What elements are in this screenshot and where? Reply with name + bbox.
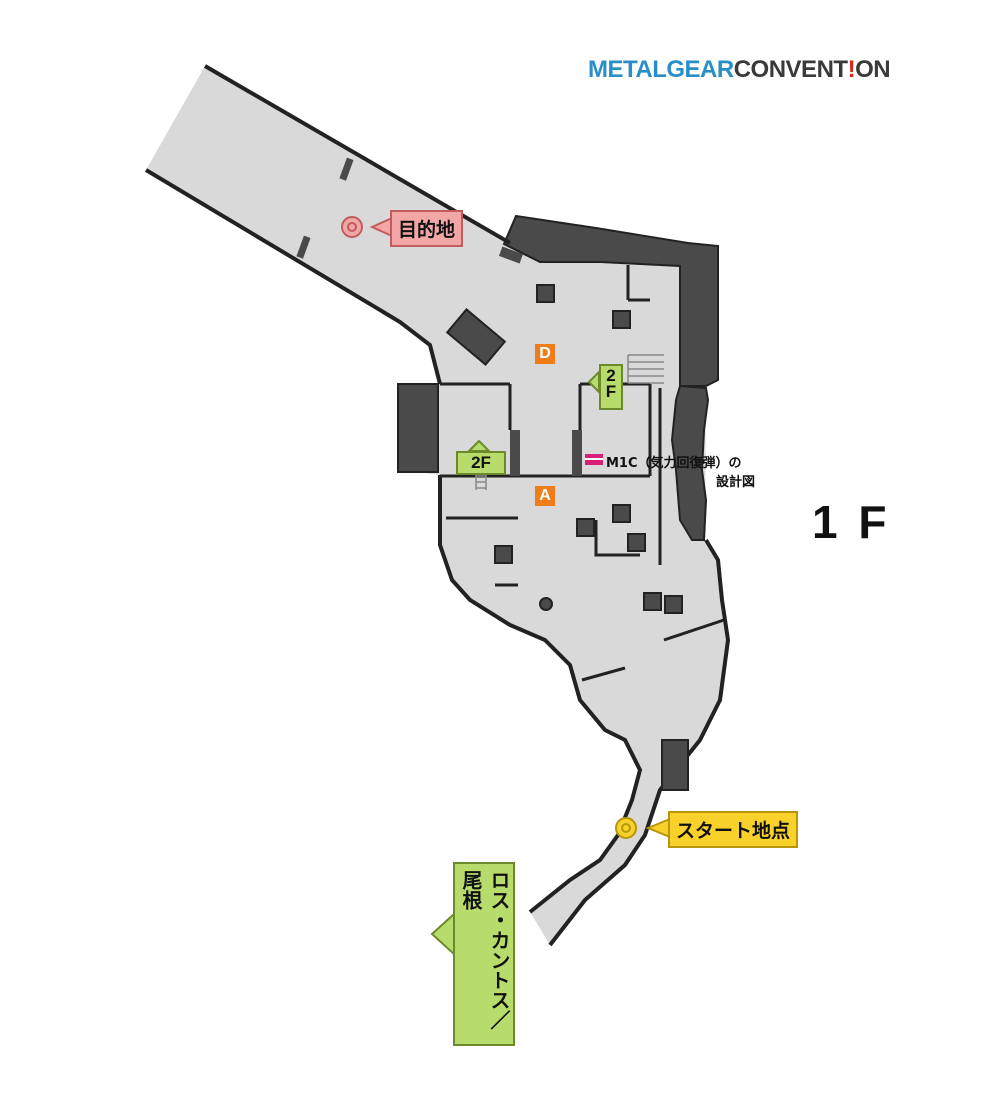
metal-gear-convention-logo: METALGEARCONVENT!ON <box>588 56 891 84</box>
item-label-line2: 設計図 <box>716 475 756 490</box>
wall-block <box>510 430 520 476</box>
logo-exclaim: ! <box>847 56 856 83</box>
wall-block <box>572 430 582 476</box>
exit-label: ロス・カントス／尾根 <box>459 870 511 1030</box>
outline-left <box>144 168 442 385</box>
stairs-2f-upper-label[interactable]: 2F <box>599 364 623 410</box>
destination-marker-icon <box>341 216 393 238</box>
wall-right-column <box>670 384 710 541</box>
wall-block <box>498 246 524 264</box>
destination-label: 目的地 <box>390 210 464 247</box>
logo-gear: GEAR <box>666 56 734 83</box>
door-stub <box>339 157 354 181</box>
floor-label: 1 F <box>812 496 891 548</box>
door-stub <box>296 235 311 259</box>
outline-right <box>548 538 731 947</box>
wall-left-block <box>397 383 439 473</box>
floor-area <box>146 66 728 945</box>
logo-metal: METAL <box>588 56 667 83</box>
arrow-left-icon <box>430 911 455 957</box>
start-label: スタート地点 <box>668 811 799 848</box>
stairs-2f-left-label[interactable]: 2F <box>456 451 506 475</box>
zone-d-badge: D <box>535 344 555 364</box>
item-label-line1: M1C（気力回復弾）の <box>606 456 742 471</box>
obstacles <box>445 284 689 791</box>
start-marker-icon <box>615 817 671 839</box>
logo-convent: CONVENT <box>733 56 848 83</box>
logo-on: ON <box>855 56 891 83</box>
blueprint-icon <box>585 454 603 465</box>
zone-a-badge: A <box>535 486 555 506</box>
exit-los-cantos-box[interactable]: ロス・カントス／尾根 <box>453 862 515 1046</box>
stairs-upper <box>627 354 664 384</box>
outline-bottom <box>438 475 643 914</box>
stairs-2f-upper-text: 2F <box>605 366 617 401</box>
